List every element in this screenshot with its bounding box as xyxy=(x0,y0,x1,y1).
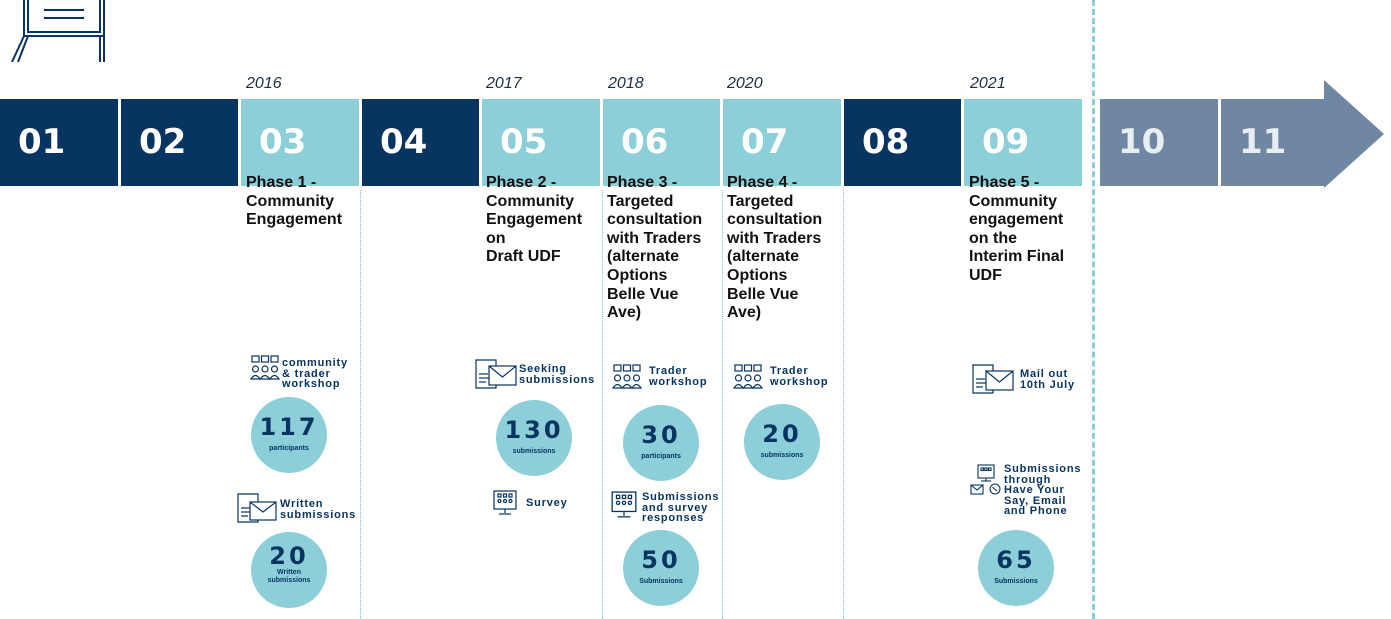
year-2016: 2016 xyxy=(246,75,282,92)
step-box-07: 07 xyxy=(723,99,841,186)
envelope-document-icon xyxy=(237,493,277,523)
step-box-05: 05 xyxy=(482,99,600,186)
people-workshop-icon xyxy=(733,364,763,389)
easel-board-icon xyxy=(11,0,105,62)
computer-survey-icon xyxy=(493,490,517,515)
column-divider xyxy=(722,190,723,619)
divider-line xyxy=(1092,0,1095,619)
year-2017: 2017 xyxy=(486,75,522,92)
year-2021: 2021 xyxy=(970,75,1006,92)
column-divider xyxy=(602,190,603,619)
computer-survey-icon xyxy=(611,491,637,518)
timeline-arrow-head xyxy=(1324,80,1384,188)
envelope-document-icon xyxy=(475,359,517,389)
column-divider xyxy=(360,190,361,619)
computer-survey-icon xyxy=(970,464,1001,495)
column-divider xyxy=(843,190,844,619)
step-box-02: 02 xyxy=(121,99,238,186)
year-2020: 2020 xyxy=(727,75,763,92)
envelope-document-icon xyxy=(972,364,1014,394)
survey-label: Survey xyxy=(526,497,568,509)
people-workshop-icon xyxy=(612,364,642,389)
step-box-09: 09 xyxy=(964,99,1082,186)
step-box-01: 01 xyxy=(0,99,118,186)
step-box-11: 11 xyxy=(1221,99,1325,186)
people-workshop-icon xyxy=(250,355,280,380)
year-2018: 2018 xyxy=(608,75,644,92)
step-box-04: 04 xyxy=(362,99,479,186)
step-box-06: 06 xyxy=(603,99,720,186)
step-box-03: 03 xyxy=(241,99,359,186)
step-box-08: 08 xyxy=(844,99,961,186)
step-box-10: 10 xyxy=(1100,99,1218,186)
